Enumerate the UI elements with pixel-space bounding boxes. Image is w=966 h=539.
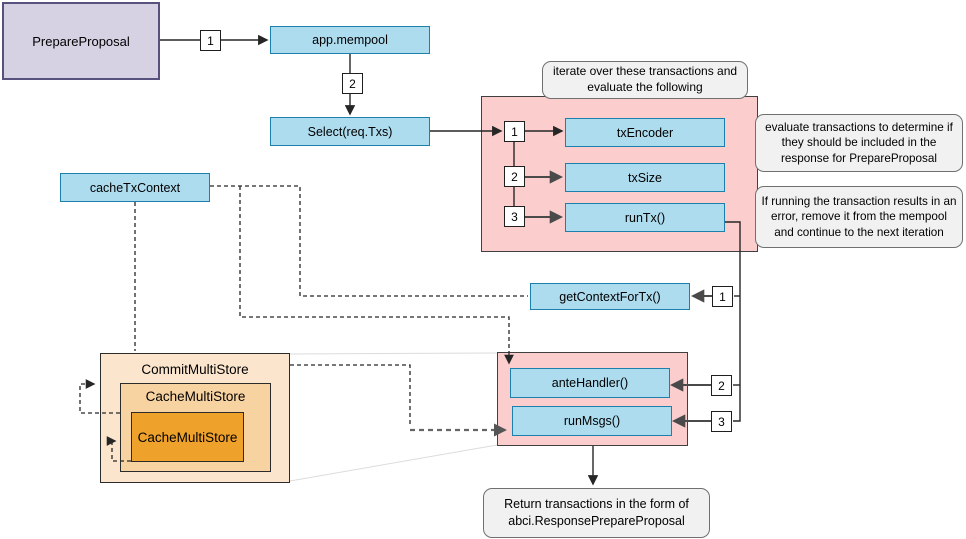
node-tx-encoder: txEncoder: [565, 118, 725, 147]
badge-run-2: 2: [711, 375, 732, 396]
node-tx-size: txSize: [565, 163, 725, 192]
badge-iter-1: 1: [504, 121, 525, 142]
node-run-msgs: runMsgs(): [512, 406, 672, 436]
node-cache-tx-context: cacheTxContext: [60, 173, 210, 202]
dash-commitstore-elbow: [290, 364, 411, 427]
badge-run-3: 3: [711, 411, 732, 432]
badge-iter-3: 3: [504, 206, 525, 227]
leader-line-top: [289, 352, 498, 355]
badge-iter-2: 2: [504, 166, 525, 187]
return-response-note: Return transactions in the form of abci.…: [483, 488, 710, 538]
leader-line-bottom: [289, 444, 498, 482]
callout-error-note: If running the transaction results in an…: [755, 186, 963, 248]
node-ante-handler: anteHandler(): [510, 368, 670, 398]
badge-step-1: 1: [200, 30, 221, 51]
callout-iterate-note: iterate over these transactions and eval…: [542, 61, 748, 99]
node-run-tx: runTx(): [565, 203, 725, 232]
badge-step-2: 2: [342, 73, 363, 94]
node-prepare-proposal: PrepareProposal: [2, 2, 160, 80]
badge-run-1: 1: [712, 286, 733, 307]
node-get-context-for-tx: getContextForTx(): [530, 283, 690, 310]
dash-cachetx-to-antehandler: [239, 186, 514, 365]
cache-multi-store-inner-label: CacheMultiStore: [137, 429, 238, 445]
node-app-mempool: app.mempool: [270, 26, 430, 54]
node-select-req-txs: Select(req.Txs): [270, 117, 430, 146]
cache-multi-store-label: CacheMultiStore: [145, 389, 246, 404]
commit-multi-store-label: CommitMultiStore: [141, 362, 249, 377]
cache-multi-store-inner-box: CacheMultiStore: [131, 412, 244, 462]
callout-evaluate-note: evaluate transactions to determine if th…: [755, 114, 963, 172]
